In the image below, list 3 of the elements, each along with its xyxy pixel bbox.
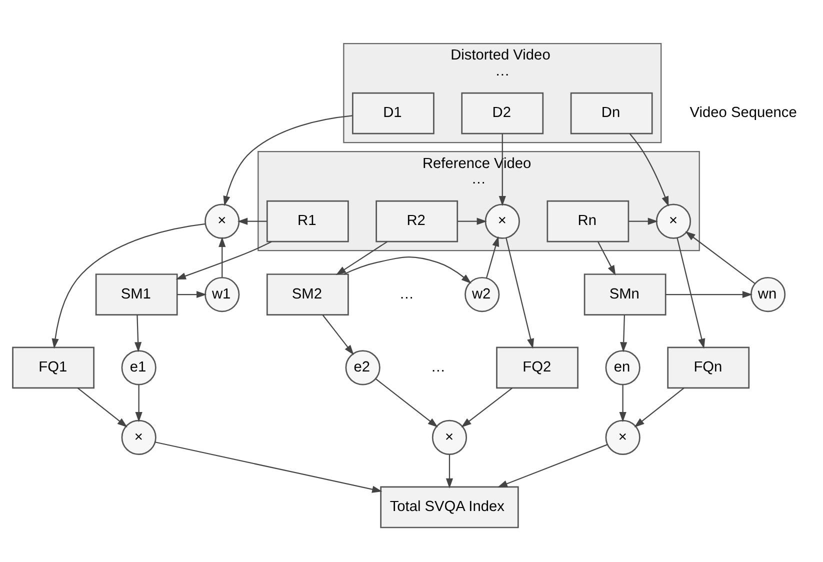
label: … xyxy=(399,286,414,302)
label: … xyxy=(430,359,446,376)
label: Video Sequence xyxy=(690,105,797,122)
